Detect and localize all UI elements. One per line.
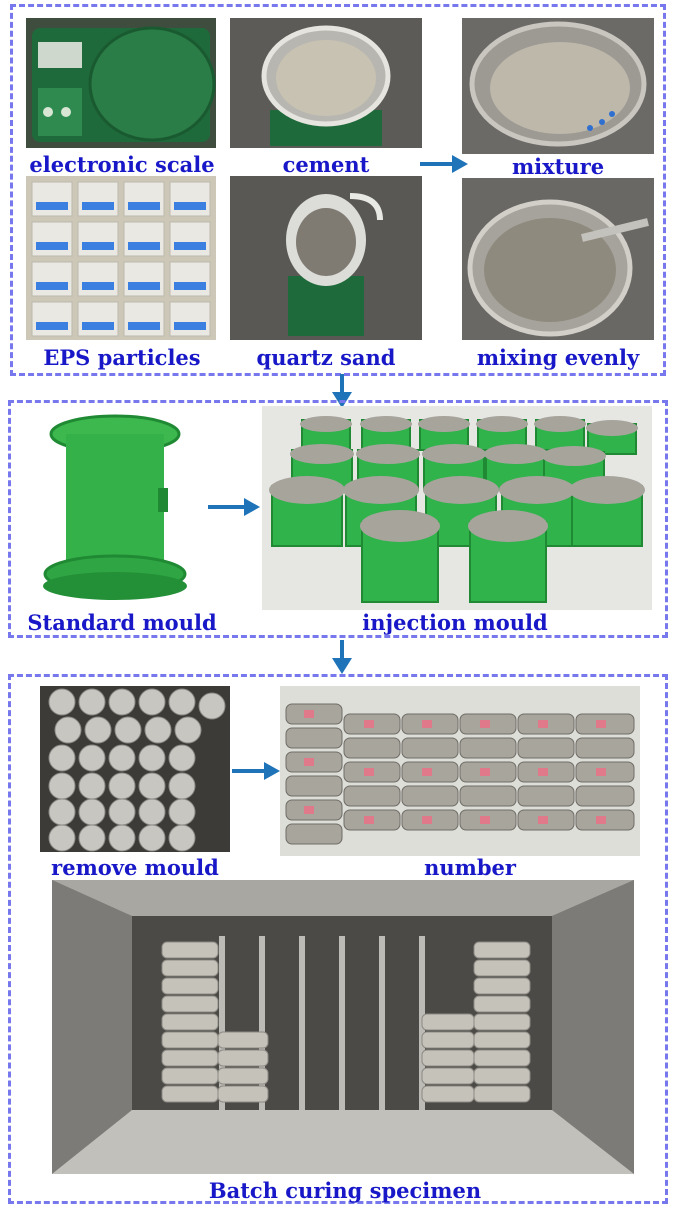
arrow-to-number — [232, 759, 282, 783]
arrow-to-mixture — [420, 152, 470, 176]
cement-label: cement — [282, 152, 370, 177]
cement-photo — [230, 18, 422, 148]
injection-mould-photo — [262, 406, 652, 610]
quartz-sand-label: quartz sand — [256, 345, 396, 370]
number-photo — [280, 686, 640, 856]
mixing-evenly-label: mixing evenly — [476, 345, 640, 370]
standard-mould-photo — [30, 408, 200, 604]
remove-mould-photo — [40, 686, 230, 852]
mixture-label: mixture — [511, 154, 605, 179]
moulding-section — [8, 400, 668, 638]
eps-particles-label: EPS particles — [43, 345, 201, 370]
arrow-to-injection-mould — [208, 495, 262, 519]
batch-curing-photo — [52, 880, 634, 1174]
injection-mould-label: injection mould — [362, 610, 548, 635]
eps-particles-photo — [26, 176, 216, 340]
curing-section — [8, 674, 668, 1204]
electronic-scale-label: electronic scale — [29, 152, 215, 177]
electronic-scale-photo — [26, 18, 216, 148]
materials-section — [10, 4, 666, 376]
mixture-photo — [462, 18, 654, 154]
arrow-down-to-curing — [330, 640, 354, 676]
standard-mould-label: Standard mould — [27, 610, 217, 635]
mixing-evenly-photo — [462, 178, 654, 340]
batch-curing-label: Batch curing specimen — [208, 1178, 482, 1203]
remove-mould-label: remove mould — [51, 855, 219, 880]
number-label: number — [424, 855, 516, 880]
quartz-sand-photo — [230, 176, 422, 340]
